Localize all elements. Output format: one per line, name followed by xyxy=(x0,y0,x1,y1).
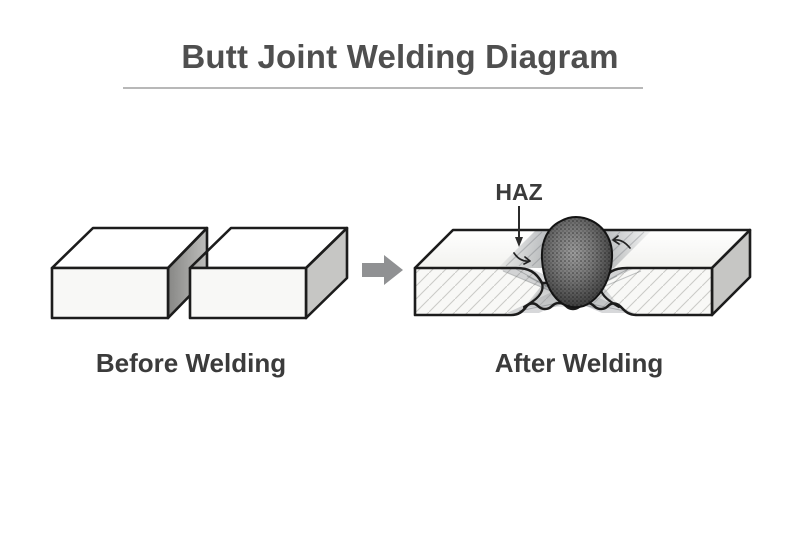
right-block xyxy=(188,226,349,320)
after-welding-label: After Welding xyxy=(494,348,664,378)
page-title: Butt Joint Welding Diagram xyxy=(181,38,619,75)
right-arrow-icon xyxy=(362,255,403,285)
haz-leader-arrowhead-icon xyxy=(515,237,523,247)
after-welding-figure: HAZ xyxy=(413,179,752,317)
right-block-front-face xyxy=(190,268,306,318)
weld-toe-left xyxy=(522,281,544,309)
haz-label: HAZ xyxy=(495,179,542,205)
haz-tick-mark-right xyxy=(612,235,631,249)
weld-bead-stipple xyxy=(541,217,613,308)
right-block-side-face xyxy=(306,228,347,318)
left-block-front-hatch xyxy=(50,266,170,320)
plate-side-face xyxy=(712,230,750,315)
haz-tick-mark-left xyxy=(513,252,531,265)
before-welding-figure xyxy=(50,226,349,320)
right-block-front-hatch xyxy=(188,266,308,320)
left-block-front-face xyxy=(52,268,168,318)
before-welding-label: Before Welding xyxy=(95,348,287,378)
left-block-side-face xyxy=(168,228,207,318)
title-underline xyxy=(123,87,643,89)
left-block xyxy=(50,226,209,320)
